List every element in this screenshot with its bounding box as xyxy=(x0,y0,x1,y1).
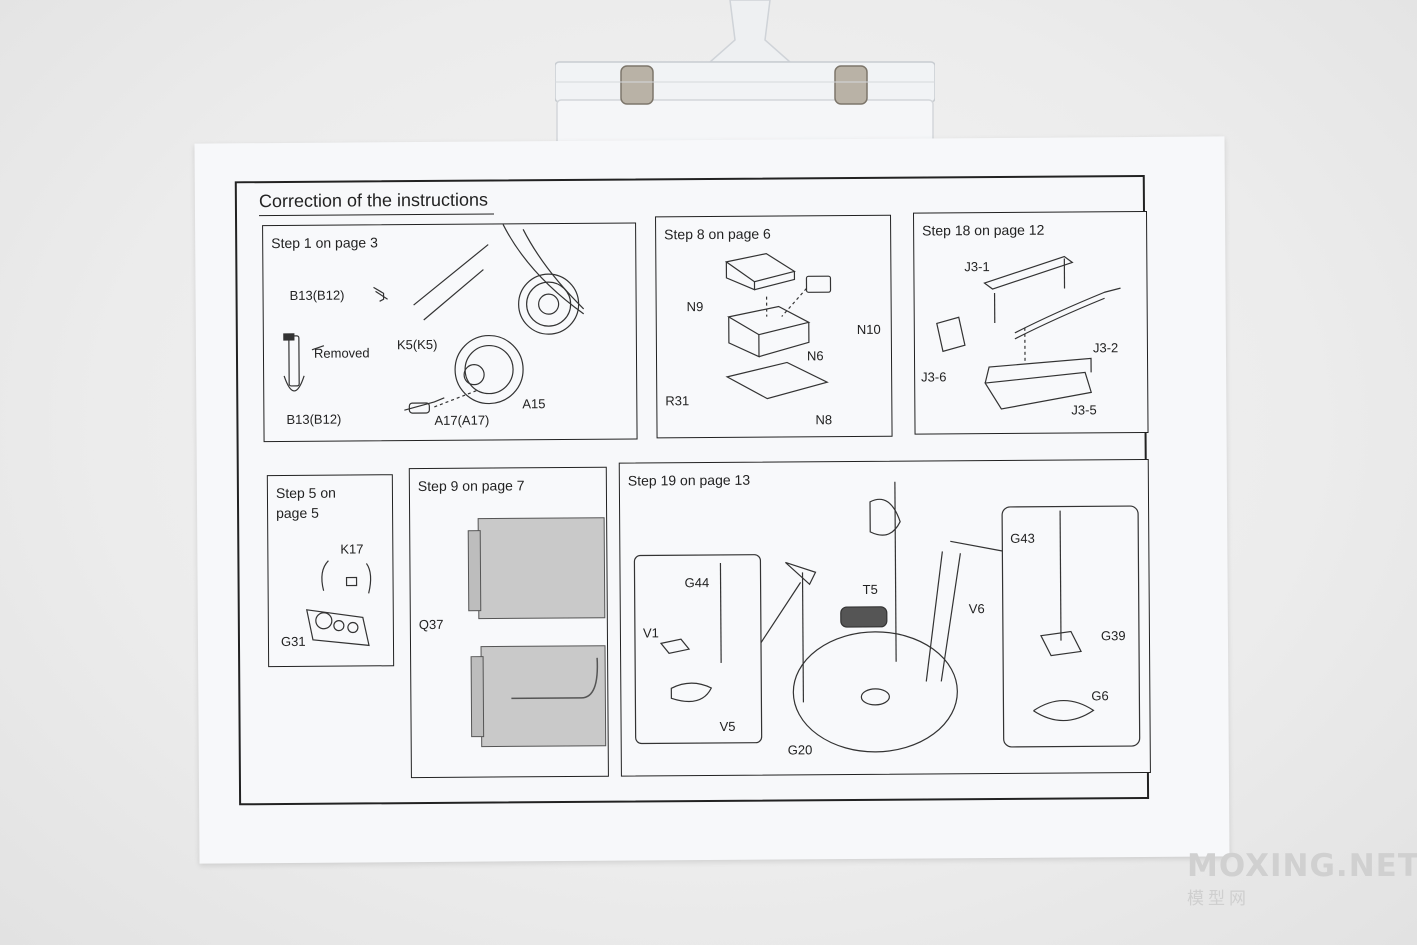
part-v5: V5 xyxy=(719,718,736,734)
part-g43: G43 xyxy=(1010,530,1035,546)
part-q37: Q37 xyxy=(418,616,444,633)
step-19-panel: Step 19 on page 13 xyxy=(618,458,1151,777)
part-a17: A17(A17) xyxy=(434,412,490,428)
step-1-drawing xyxy=(283,224,585,414)
acrylic-clip-holder xyxy=(554,0,936,158)
part-j3-2: J3-2 xyxy=(1092,340,1119,356)
part-n8: N8 xyxy=(815,412,833,428)
part-g20: G20 xyxy=(787,742,813,758)
step-5-panel: Step 5 on page 5 K17 G31 xyxy=(266,474,395,668)
part-a15: A15 xyxy=(522,396,546,412)
sheet-title: Correction of the instructions xyxy=(258,189,495,217)
step-9-drawing xyxy=(467,517,607,748)
part-b13-bottom: B13(B12) xyxy=(286,411,342,427)
part-n9: N9 xyxy=(686,299,704,315)
part-g39: G39 xyxy=(1100,628,1126,644)
part-t5: T5 xyxy=(862,581,878,597)
part-b13-top: B13(B12) xyxy=(289,287,345,303)
step-8-drawing xyxy=(724,252,832,400)
part-v1: V1 xyxy=(642,625,659,641)
step-18-drawing xyxy=(936,255,1121,410)
step-8-panel: Step 8 on page 6 N9 N10 N6 R31 N8 xyxy=(655,214,893,439)
part-k17: K17 xyxy=(340,541,364,557)
part-n6: N6 xyxy=(806,348,824,364)
instruction-sheet: Correction of the instructions Step 1 on… xyxy=(194,136,1230,864)
part-j3-6: J3-6 xyxy=(921,369,947,385)
step-5-drawing xyxy=(305,560,372,647)
part-v6: V6 xyxy=(968,601,985,617)
watermark-sub: 模型网 xyxy=(1187,889,1250,909)
step-1-panel: Step 1 on page 3 B13(B12) Removed xyxy=(262,222,638,443)
correction-frame: Correction of the instructions Step 1 on… xyxy=(234,174,1151,806)
watermark-brand: MOXING.NET xyxy=(1187,848,1417,884)
part-g44: G44 xyxy=(684,575,710,591)
step-9-panel: Step 9 on page 7 Q37 xyxy=(408,466,609,779)
part-k5: K5(K5) xyxy=(396,336,438,353)
step-18-panel: Step 18 on page 12 J3-1 J3-2 J3-6 J3-5 xyxy=(912,210,1149,435)
part-n10: N10 xyxy=(856,321,881,337)
part-g31: G31 xyxy=(280,633,306,650)
part-r31: R31 xyxy=(665,393,690,409)
part-removed: Removed xyxy=(313,345,370,361)
part-g6: G6 xyxy=(1091,688,1109,704)
part-j3-1: J3-1 xyxy=(964,259,990,275)
part-j3-5: J3-5 xyxy=(1071,402,1097,418)
step-19-drawing xyxy=(633,481,1141,753)
